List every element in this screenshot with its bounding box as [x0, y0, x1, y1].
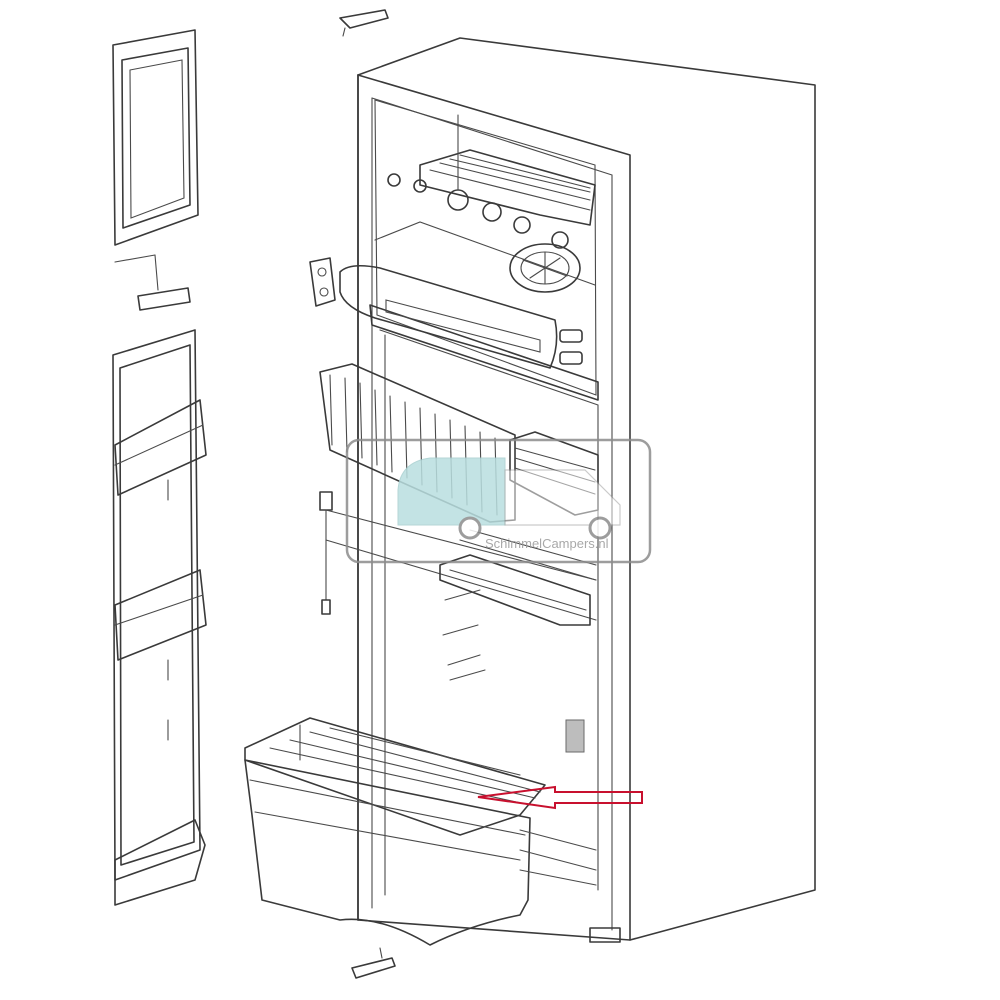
freezer-shelf	[419, 149, 596, 226]
door-hinge-middle	[114, 254, 191, 311]
highlight-arrow-icon	[477, 785, 643, 810]
door-shelf-middle	[114, 569, 207, 661]
door-shelf-bottom	[114, 819, 206, 906]
info-label	[565, 719, 585, 753]
cabinet-bottom-rails	[519, 829, 621, 943]
door-shelf-top	[114, 399, 207, 496]
top-hinge	[339, 9, 389, 37]
control-knobs	[387, 114, 569, 249]
thermostat-sensor	[319, 491, 597, 621]
door-latches	[559, 329, 583, 365]
watermark: SchimmelCampers.nl	[345, 438, 652, 564]
fridge-cabinet	[357, 37, 816, 941]
cabinet-hinge	[309, 257, 336, 307]
bottom-hinge	[351, 947, 396, 979]
crisper-glass-shelf	[244, 717, 546, 836]
crisper-drawer	[244, 759, 531, 946]
van-icon	[397, 457, 621, 540]
fridge-shelf-middle	[439, 529, 597, 626]
fridge-door	[112, 329, 207, 906]
freezer-door	[112, 29, 199, 246]
light-cover	[339, 264, 558, 369]
fan-icon	[509, 243, 581, 293]
watermark-text: SchimmelCampers.nl	[485, 536, 609, 551]
shelf-rails	[442, 589, 486, 681]
